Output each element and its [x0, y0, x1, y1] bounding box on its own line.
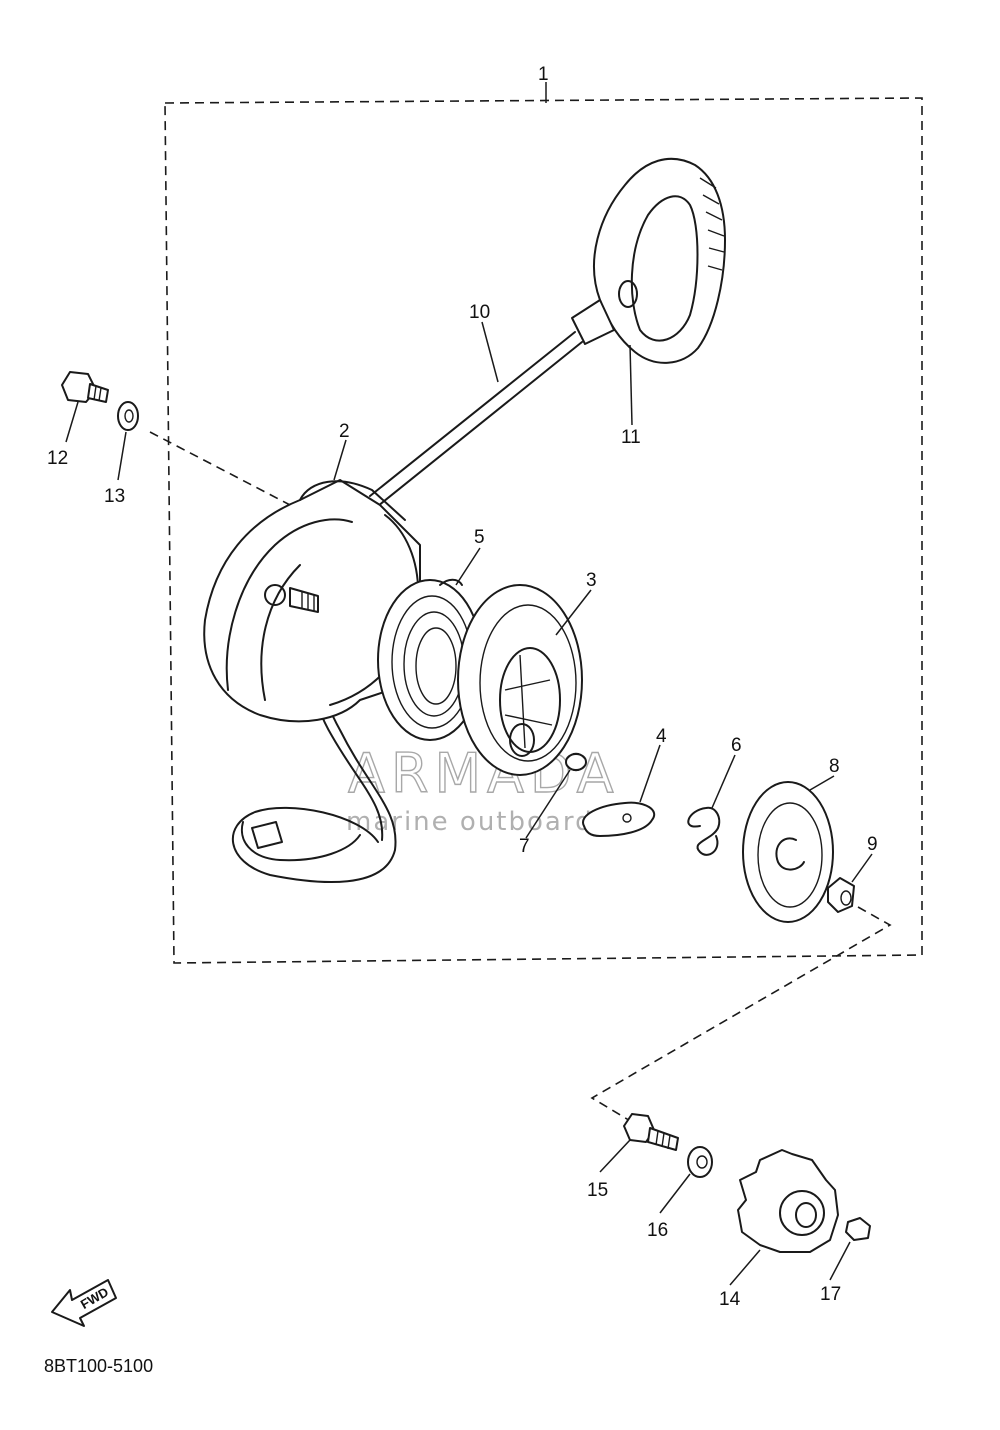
callout-15: 15 — [587, 1180, 608, 1201]
callout-8: 8 — [829, 756, 840, 777]
drawing-code: 8BT100-5100 — [44, 1356, 153, 1376]
callout-12: 12 — [47, 448, 68, 469]
callout-5: 5 — [474, 527, 485, 548]
starter-pulley-hub — [737, 1149, 839, 1253]
callout-17: 17 — [820, 1284, 841, 1305]
callout-6: 6 — [731, 735, 742, 756]
washer-16 — [687, 1146, 713, 1178]
callout-10: 10 — [469, 302, 490, 323]
bolt-15 — [623, 1113, 679, 1151]
callout-7: 7 — [519, 836, 530, 857]
fwd-arrow-icon: FWD — [51, 1279, 117, 1327]
callout-13: 13 — [104, 486, 125, 507]
callout-4: 4 — [656, 726, 667, 747]
callout-1: 1 — [538, 64, 549, 85]
woodruff-key — [845, 1217, 871, 1241]
connector-bolt-to-cover — [149, 431, 293, 507]
drive-plate — [742, 781, 834, 923]
callout-11: 11 — [621, 427, 641, 448]
washer-13 — [117, 401, 139, 431]
friction-spring — [687, 806, 721, 856]
callout-16: 16 — [647, 1220, 668, 1241]
assembly-boundary — [164, 97, 923, 964]
bolt-12 — [61, 371, 109, 403]
callout-3: 3 — [586, 570, 597, 591]
starter-cover — [203, 479, 421, 723]
callout-labels: 1 2 3 4 5 6 7 8 9 10 11 12 13 14 15 16 1… — [47, 64, 878, 1310]
connector-nut-to-pulley — [590, 906, 892, 1123]
recoil-spring — [377, 578, 483, 741]
drive-pawl — [582, 801, 655, 837]
flange-nut — [827, 877, 855, 913]
callout-9: 9 — [867, 834, 878, 855]
leader-lines — [65, 321, 873, 1286]
pawl-spring — [565, 752, 587, 772]
pulley — [457, 584, 583, 776]
callout-2: 2 — [339, 421, 350, 442]
callout-14: 14 — [719, 1289, 741, 1310]
starter-handle — [571, 157, 726, 364]
watermark-tagline: marine outboards — [346, 807, 609, 837]
